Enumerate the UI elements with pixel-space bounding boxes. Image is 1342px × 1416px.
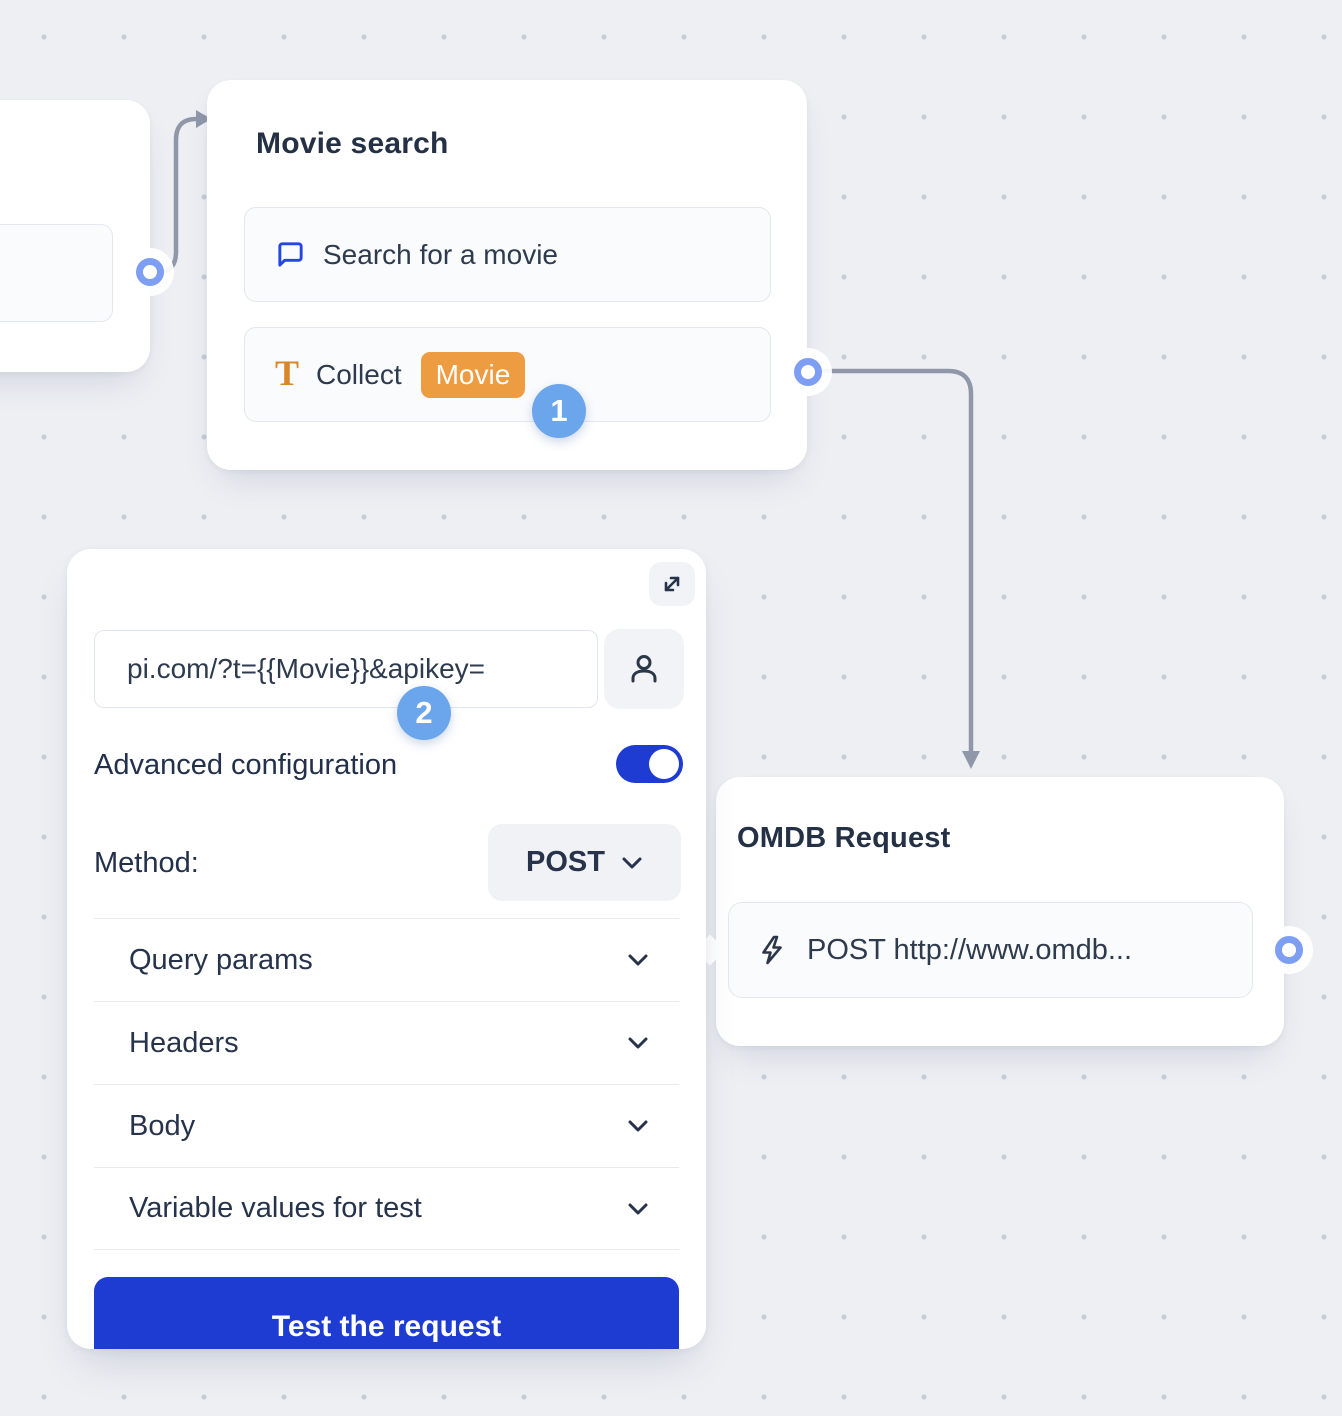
node-title: OMDB Request (737, 822, 951, 854)
node-item-label: Collect (316, 358, 402, 390)
section-label: Headers (129, 1026, 239, 1059)
section-body[interactable]: Body (94, 1084, 679, 1167)
section-label: Body (129, 1109, 196, 1142)
method-select[interactable]: POST (488, 824, 681, 901)
section-variable-values[interactable]: Variable values for test (94, 1167, 679, 1250)
collapsible-sections: Query params Headers Body Variable value… (94, 918, 679, 1250)
step-badge-1: 1 (532, 384, 586, 438)
advanced-configuration-label: Advanced configuration (94, 749, 398, 781)
previous-node-card[interactable] (0, 100, 150, 372)
chevron-down-icon (627, 1202, 649, 1216)
text-icon: T (275, 352, 300, 393)
method-label: Method: (94, 847, 199, 879)
chevron-down-icon (621, 856, 643, 870)
omdb-request-node[interactable]: OMDB Request POST http://www.omdb... (716, 777, 1284, 1046)
connection-port-out-omdb[interactable] (1275, 936, 1303, 964)
method-value: POST (526, 846, 605, 878)
node-item-post-request[interactable]: POST http://www.omdb... (728, 902, 1253, 998)
toggle-knob (649, 749, 679, 779)
connection-port-out-movie-search[interactable] (794, 358, 822, 386)
connection-port-out-previous[interactable] (136, 258, 164, 286)
node-item-label: Search for a movie (323, 238, 558, 270)
arrowhead-down-icon (962, 751, 980, 769)
connector-movie-to-omdb (809, 368, 974, 755)
chevron-down-icon (627, 1036, 649, 1050)
expand-icon (659, 571, 685, 597)
section-label: Variable values for test (129, 1192, 422, 1224)
chevron-down-icon (627, 1119, 649, 1133)
movie-search-node[interactable]: Movie search Search for a movie T Collec… (207, 80, 807, 470)
node-title: Movie search (256, 127, 449, 160)
node-item-label: POST http://www.omdb... (807, 933, 1133, 966)
previous-node-item[interactable] (0, 224, 113, 322)
step-badge-2: 2 (397, 686, 451, 740)
section-label: Query params (129, 943, 313, 976)
node-item-search-for-movie[interactable]: Search for a movie (244, 207, 771, 302)
node-item-collect-movie[interactable]: T Collect Movie (244, 327, 771, 422)
connector-left-to-movie (149, 116, 201, 275)
variable-badge: Movie (420, 351, 526, 398)
request-config-panel: Advanced configuration Method: POST Quer… (67, 549, 706, 1349)
section-headers[interactable]: Headers (94, 1001, 679, 1084)
advanced-configuration-toggle[interactable] (616, 745, 683, 783)
lightning-icon (755, 933, 789, 967)
expand-button[interactable] (649, 562, 695, 606)
arrowhead-right-icon (196, 110, 211, 128)
test-request-button[interactable]: Test the request (94, 1277, 679, 1349)
user-button[interactable] (604, 629, 684, 709)
section-query-params[interactable]: Query params (94, 918, 679, 1001)
chevron-down-icon (627, 953, 649, 967)
request-url-input[interactable] (94, 630, 598, 708)
chat-bubble-icon (275, 239, 306, 270)
user-icon (625, 650, 663, 688)
